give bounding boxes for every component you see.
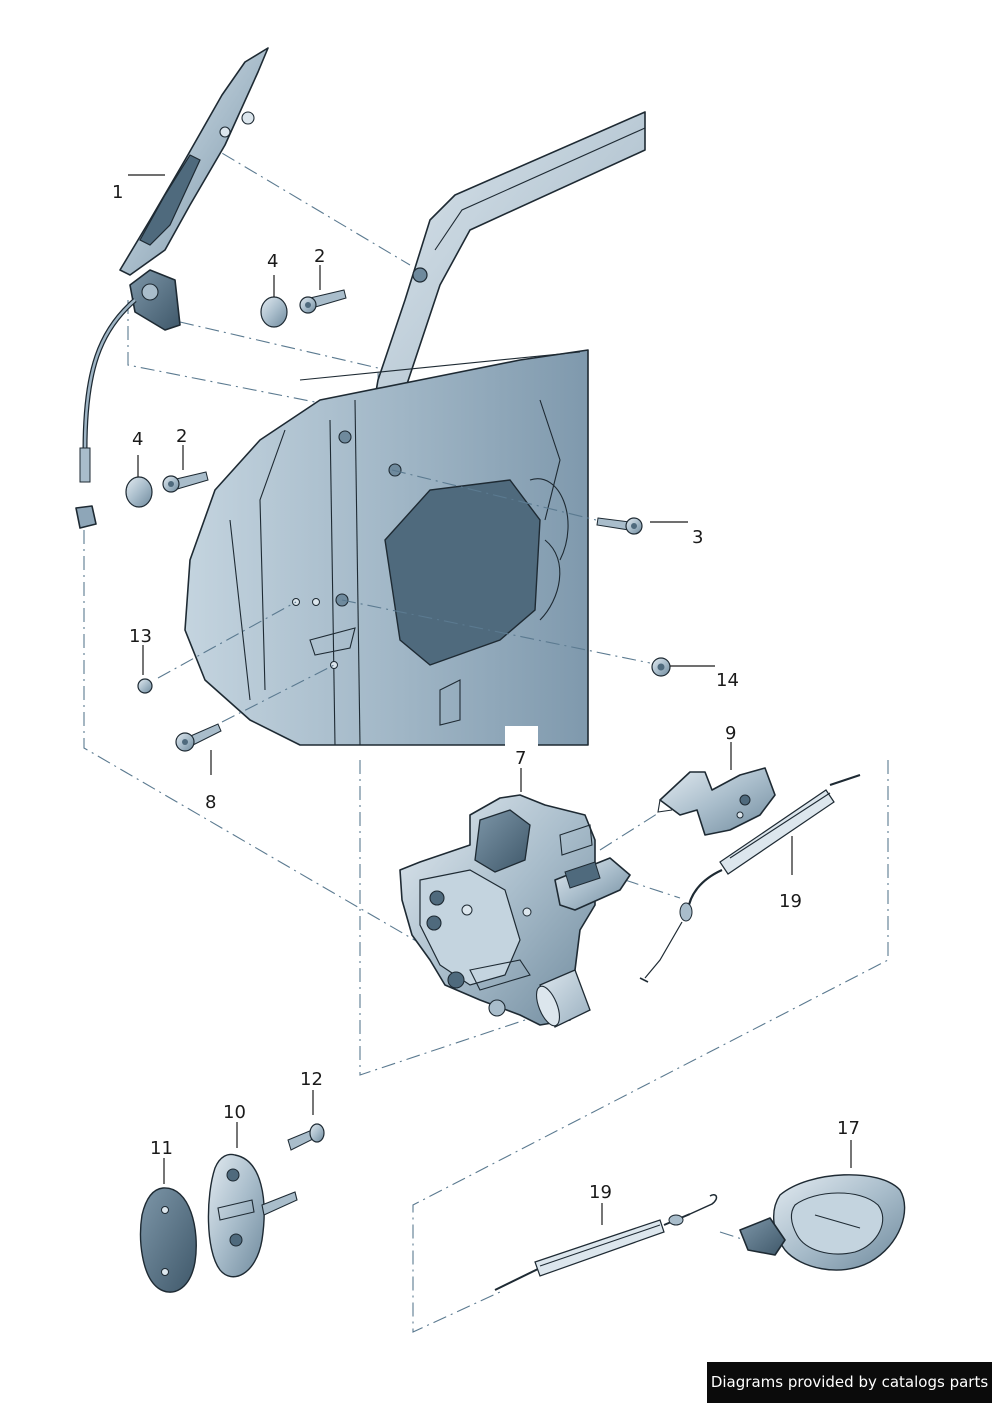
screw-8 [175,664,335,752]
bowden-cable-19-upper [639,774,861,983]
screw-2-upper [299,289,347,314]
leader-lines [128,174,852,1225]
callout-11: 11 [150,1138,173,1159]
callout-3: 3 [692,527,703,548]
door-inner-panel [184,349,589,750]
nut-14 [341,599,671,677]
callout-9: 9 [725,723,736,744]
callout-14: 14 [716,670,739,691]
handle-cable [75,298,137,529]
bowden-cable-19-lower [494,1193,718,1291]
nut-13 [137,601,297,694]
callout-1: 1 [112,182,123,203]
screw-2-lower [162,471,209,493]
plate-11 [139,1187,197,1293]
callout-4-lower: 4 [132,429,143,450]
callout-2-upper: 2 [314,246,325,267]
striker-10 [207,1153,298,1278]
inner-door-handle-17 [739,1174,906,1271]
credit-footer: Diagrams provided by catalogs parts [707,1362,992,1403]
callout-8: 8 [205,792,216,813]
cap-4-lower [125,476,153,508]
callout-17: 17 [837,1118,860,1139]
screw-3 [391,469,643,535]
callout-19-upper: 19 [779,891,802,912]
callout-7: 7 [515,748,526,769]
callout-13: 13 [129,626,152,647]
cap-4-upper [260,296,288,328]
bracket-9 [657,767,776,836]
callout-12: 12 [300,1069,323,1090]
callout-4-upper: 4 [267,251,278,272]
outer-door-handle [119,47,269,331]
callout-10: 10 [223,1102,246,1123]
screw-12 [287,1123,325,1151]
callout-19-lower: 19 [589,1182,612,1203]
callout-2-lower: 2 [176,426,187,447]
door-lock-assembly [399,794,631,1028]
callout-labels: 1 2 4 4 2 3 13 14 8 7 9 19 12 10 11 17 1… [112,182,860,1203]
